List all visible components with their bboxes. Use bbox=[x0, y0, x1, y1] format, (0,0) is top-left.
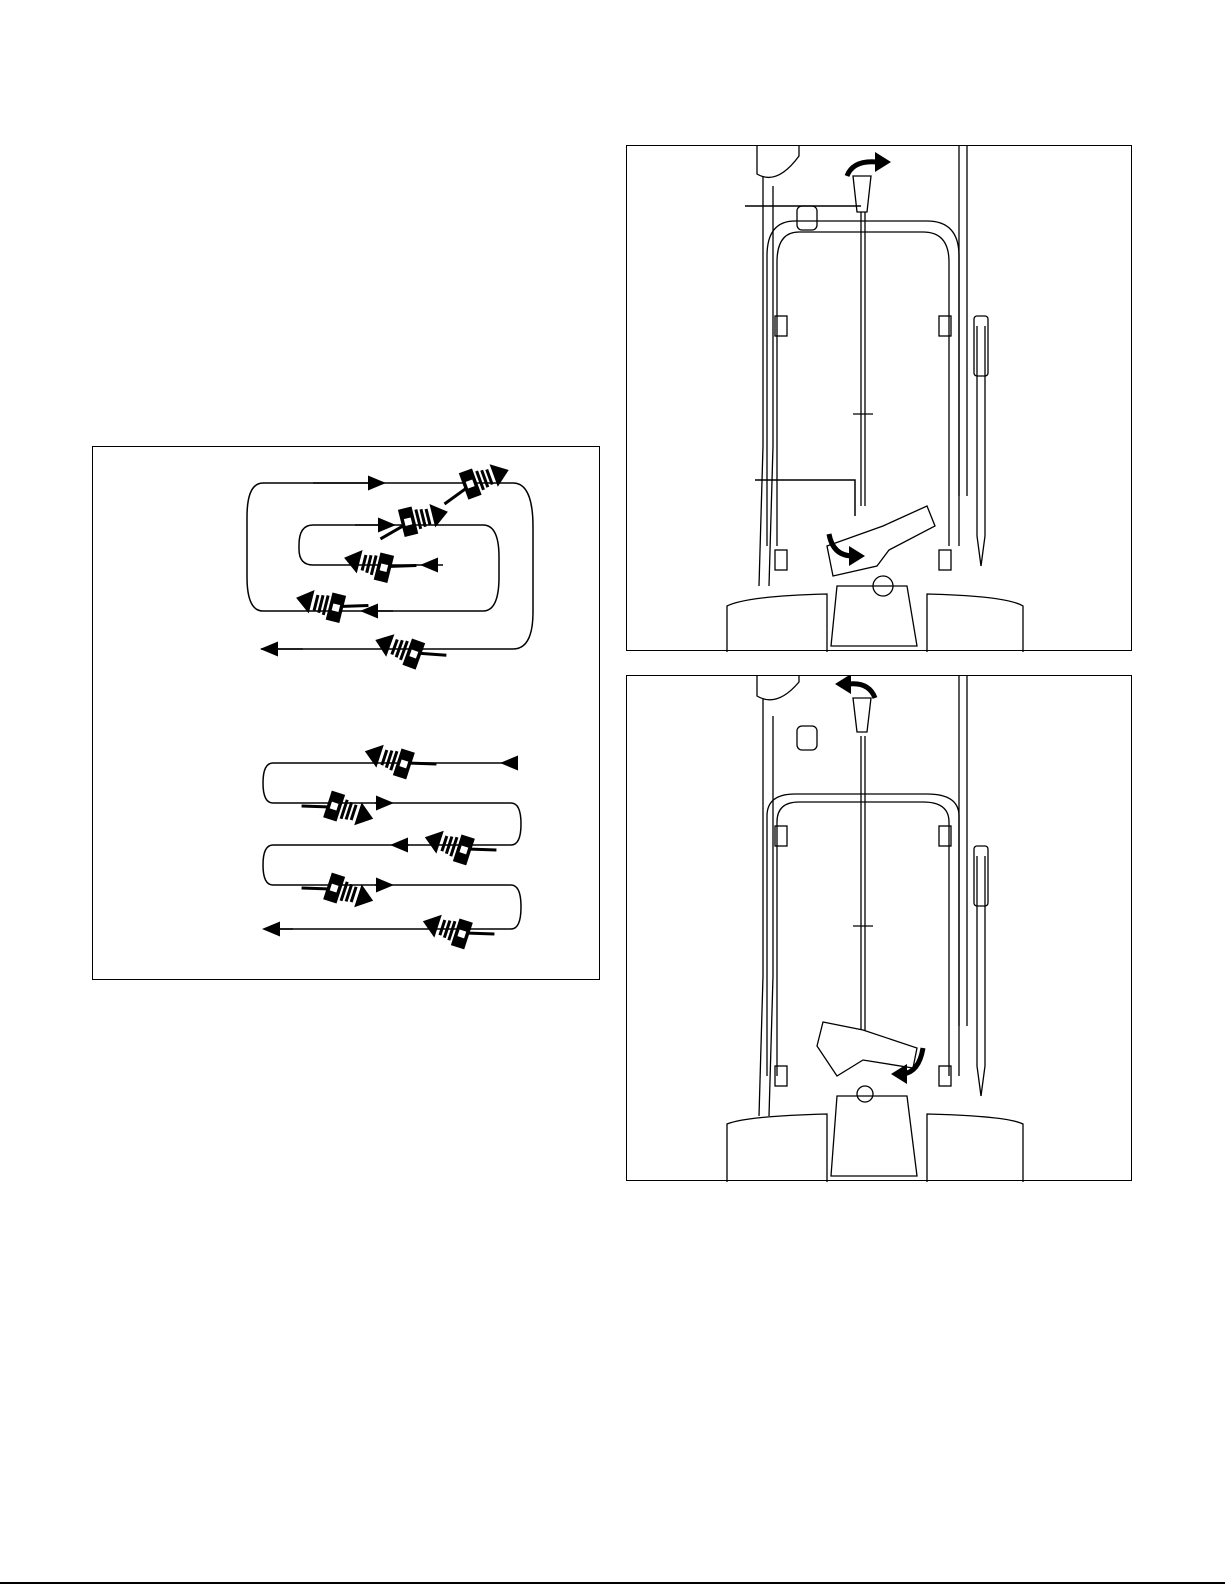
chute-control-open-figure bbox=[626, 145, 1132, 651]
pattern-two bbox=[263, 763, 521, 929]
page-bottom-rule bbox=[0, 1582, 1225, 1584]
snowthrower-icon bbox=[300, 738, 497, 957]
snowthrower-icon bbox=[293, 457, 514, 678]
snowthrower-drawing-top bbox=[627, 146, 1133, 652]
chute-control-close-figure bbox=[626, 675, 1132, 1181]
clearing-pattern-drawing bbox=[93, 447, 601, 981]
snowthrower-drawing-bottom bbox=[627, 676, 1133, 1182]
clearing-pattern-figure bbox=[92, 446, 600, 980]
